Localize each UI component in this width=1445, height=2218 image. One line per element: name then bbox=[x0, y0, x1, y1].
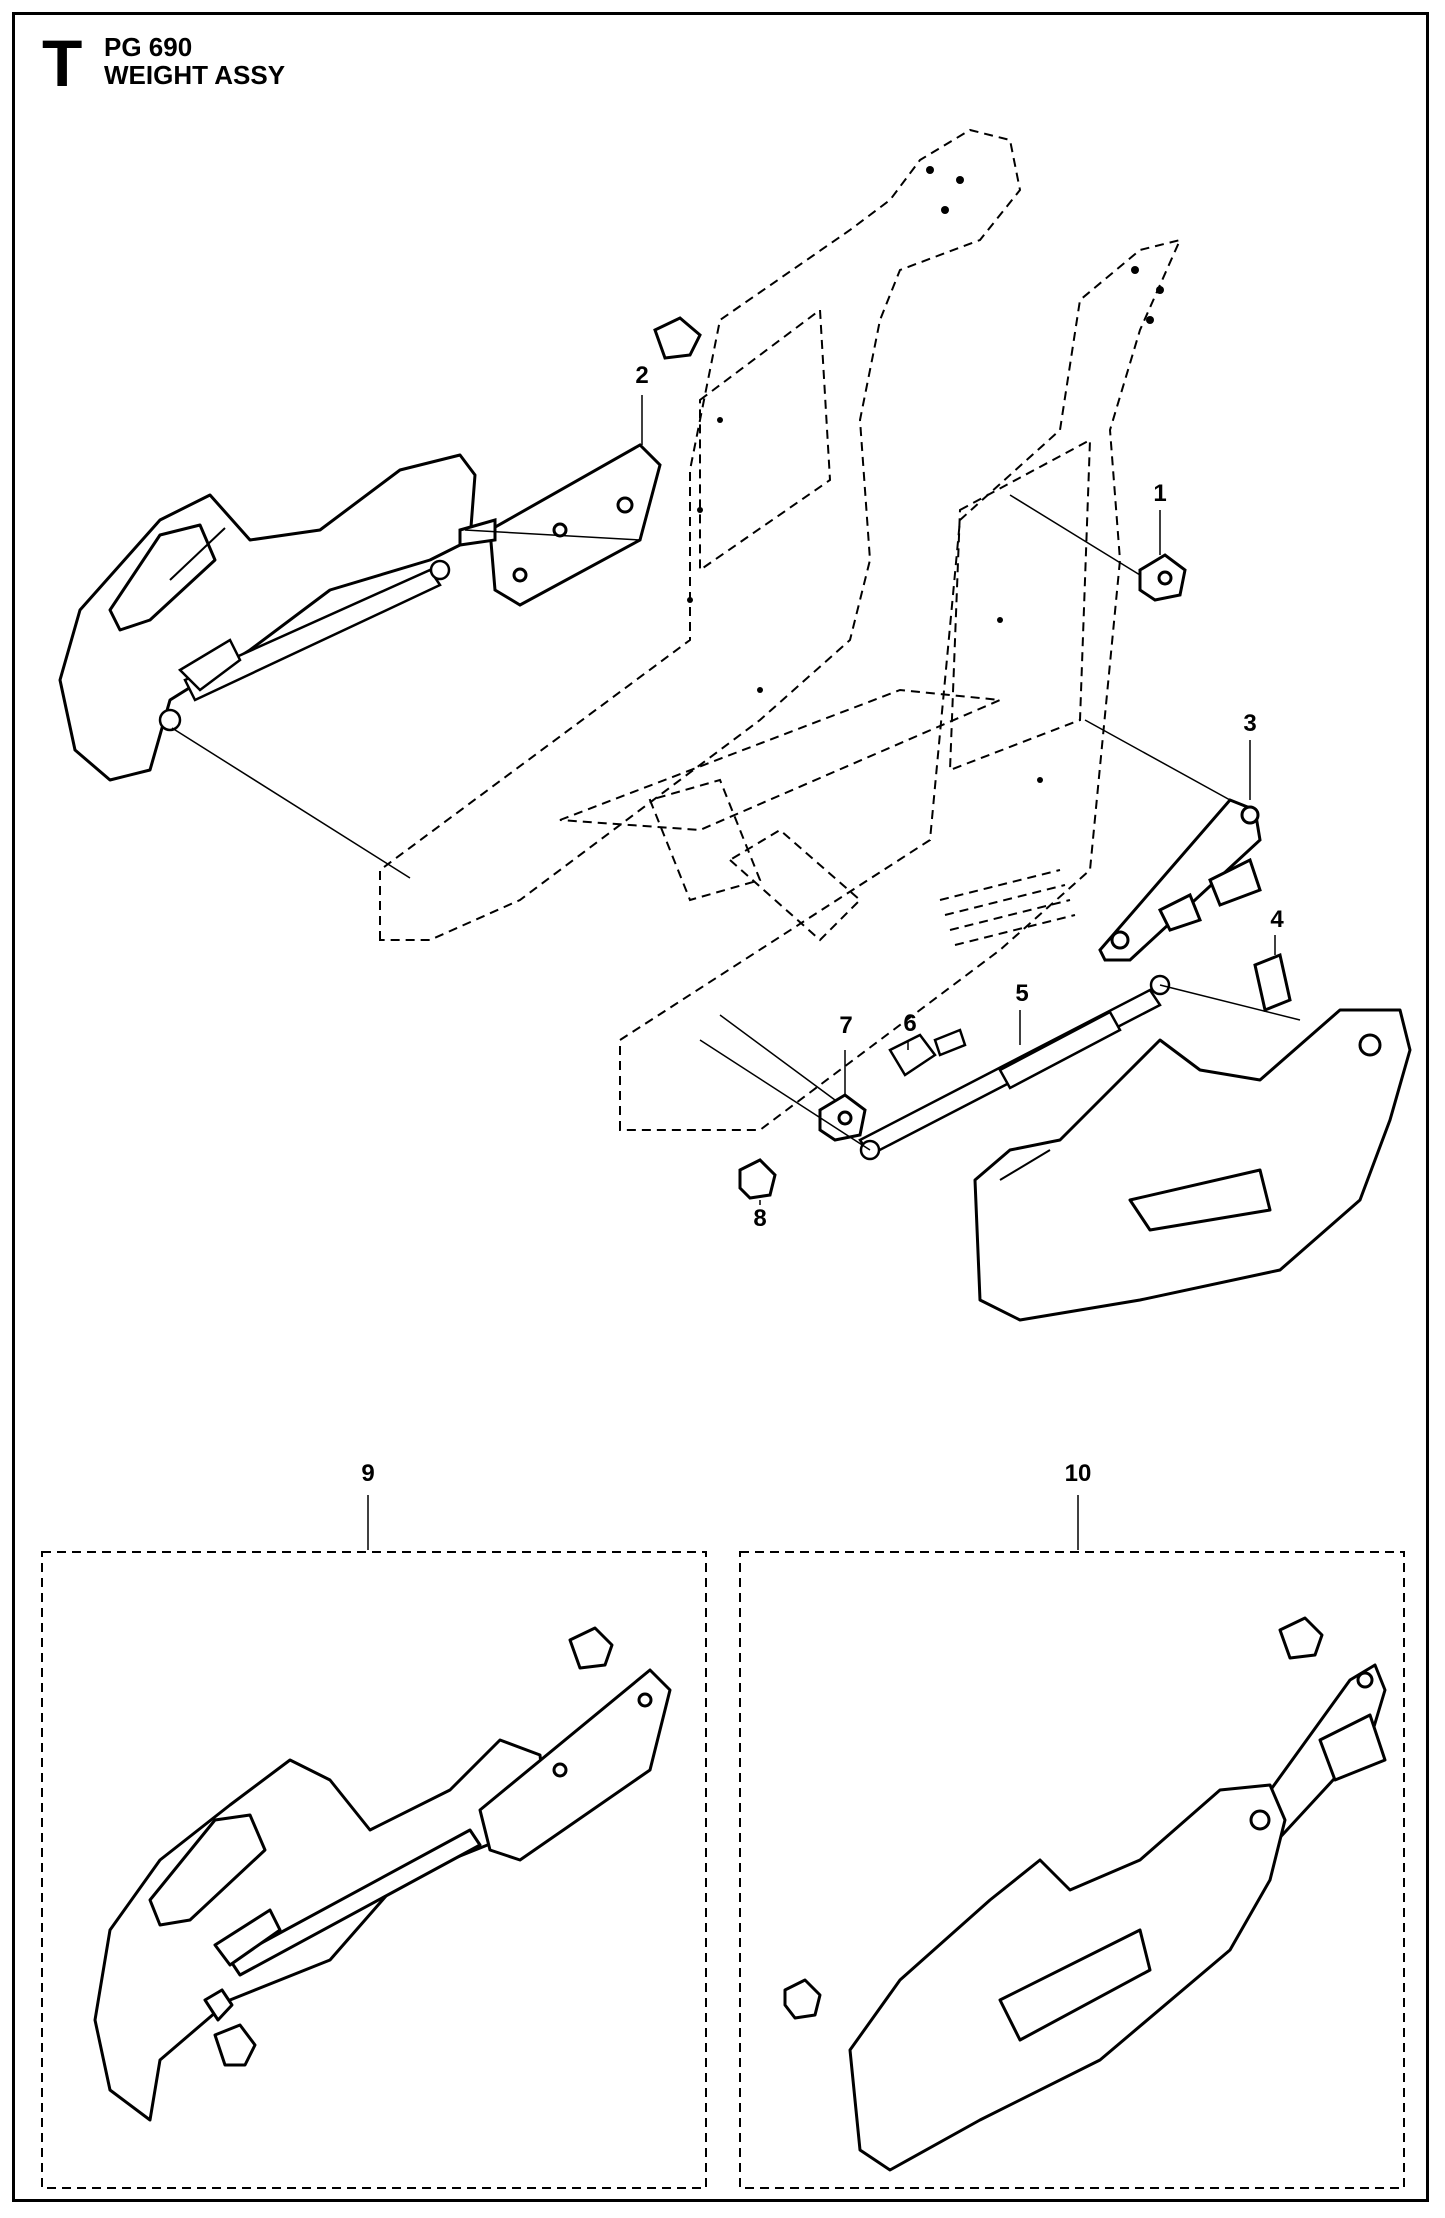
model-name: PG 690 bbox=[104, 32, 193, 62]
frame-holes bbox=[687, 166, 1164, 783]
kit-10-contents bbox=[783, 1616, 1387, 2172]
part-3-mount-plate bbox=[1098, 798, 1262, 962]
machine-frame-phantom bbox=[379, 128, 1182, 1131]
top-bumper bbox=[653, 316, 702, 360]
part-5-gas-strut bbox=[858, 974, 1171, 1161]
left-weight-top bbox=[58, 453, 477, 782]
assembly-title: WEIGHT ASSY bbox=[104, 60, 286, 90]
section-letter: T bbox=[42, 26, 83, 100]
callout-6: 6 bbox=[903, 1010, 917, 1037]
kit-9-contents bbox=[93, 1626, 672, 2122]
callout-1: 1 bbox=[1153, 480, 1167, 507]
callout-10: 10 bbox=[1064, 1460, 1092, 1487]
callout-9: 9 bbox=[361, 1460, 375, 1487]
callout-7: 7 bbox=[839, 1012, 853, 1039]
part-1-bumper bbox=[1138, 553, 1187, 602]
kit-9-box bbox=[41, 1551, 707, 2189]
part-6-bracket bbox=[888, 1028, 967, 1077]
callout-2: 2 bbox=[635, 362, 649, 389]
left-gas-strut bbox=[158, 559, 451, 732]
part-4-spacer bbox=[1253, 952, 1292, 1013]
callout-4: 4 bbox=[1270, 906, 1284, 933]
kit-10-box bbox=[739, 1551, 1405, 2189]
right-weight-top bbox=[973, 1008, 1412, 1322]
part-8-stop bbox=[738, 1158, 777, 1200]
part-2-mount-plate bbox=[458, 443, 662, 607]
callout-5: 5 bbox=[1015, 980, 1029, 1007]
callout-3: 3 bbox=[1243, 710, 1257, 737]
assembly-leader-lines bbox=[171, 395, 1301, 1550]
callout-8: 8 bbox=[753, 1205, 767, 1232]
page-frame bbox=[12, 12, 1429, 2202]
part-7-bumper bbox=[818, 1093, 867, 1142]
